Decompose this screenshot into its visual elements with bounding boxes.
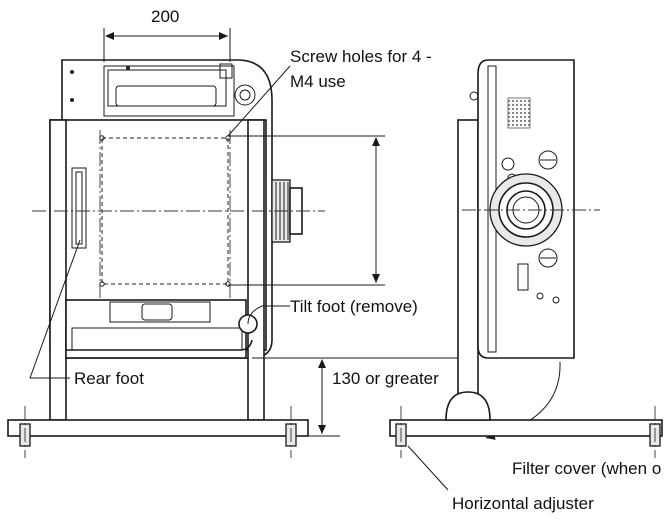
- stand-post-left: [49, 119, 67, 421]
- side-view: [389, 59, 663, 491]
- leader-screw-holes: [227, 65, 291, 137]
- width-dimension-label: 200: [151, 7, 179, 26]
- base-hub: [445, 391, 491, 421]
- rear-foot-slot: [71, 167, 87, 249]
- side-port: [517, 263, 529, 291]
- top-window: [115, 85, 217, 107]
- rear-foot-label: Rear foot: [74, 369, 144, 388]
- projector-lower: [65, 299, 247, 359]
- side-screw: [552, 296, 560, 304]
- adjust-dial-top: [538, 150, 558, 170]
- adjust-dial-bottom: [538, 248, 558, 268]
- top-knob-center: [239, 89, 251, 101]
- tilt-foot-label: Tilt foot (remove): [290, 297, 418, 316]
- clearance-label: 130 or greater: [332, 369, 439, 388]
- screw-dot: [126, 66, 130, 70]
- screw-holes-label-line2: M4 use: [290, 72, 346, 91]
- side-screw: [536, 292, 544, 300]
- top-latch: [219, 63, 233, 79]
- leader-tilt-foot: [247, 305, 290, 325]
- side-knob: [469, 91, 479, 101]
- screw-holes-label-line1: Screw holes for 4 -: [290, 47, 432, 66]
- filter-cover-label: Filter cover (when o: [512, 459, 661, 478]
- vent-grille: [507, 97, 531, 129]
- stand-post-side: [457, 119, 479, 421]
- leader-rear-foot: [29, 239, 81, 379]
- base-bar-front: [7, 419, 309, 437]
- lower-vent: [109, 301, 211, 323]
- leader-horizontal-adjuster: [407, 445, 449, 491]
- top-panel: [103, 65, 235, 117]
- screw-dot: [70, 98, 74, 102]
- top-knob: [234, 84, 256, 106]
- small-button: [501, 157, 515, 171]
- screw-dot: [70, 70, 74, 74]
- front-view: [7, 28, 470, 458]
- lower-port: [141, 303, 173, 321]
- base-bar-side: [389, 419, 663, 437]
- horizontal-adjuster-label: Horizontal adjuster: [452, 494, 594, 513]
- bottom-edge: [66, 339, 253, 351]
- stand-post-right: [247, 119, 265, 421]
